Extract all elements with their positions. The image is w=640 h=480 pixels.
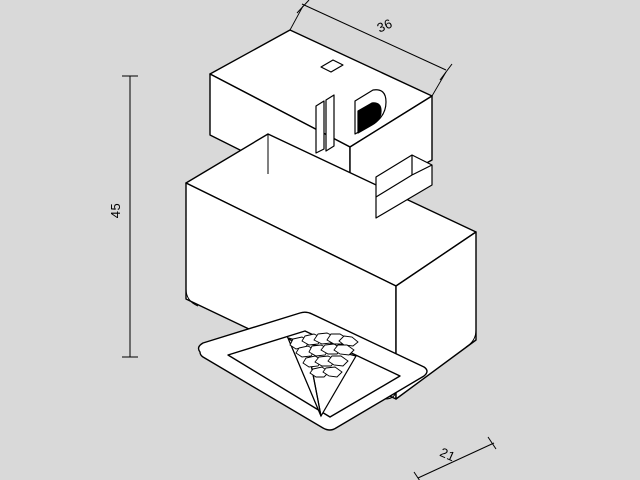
contact-strip-left (315, 100, 325, 154)
corner-round-front-bottom (185, 288, 199, 307)
side-tab-crease-3 (411, 164, 433, 176)
honeycomb-louvre (289, 332, 359, 378)
dimension-label-45: 45 (108, 202, 124, 219)
dimension-tick-21-start (413, 471, 420, 480)
contact-strip-left-inner (325, 94, 335, 152)
extension-line-36-left (289, 5, 304, 31)
top-face-slot (320, 59, 344, 73)
honeycomb-cell (338, 335, 359, 347)
dimension-line-36 (301, 3, 447, 71)
honeycomb-cell (322, 366, 343, 378)
extension-line-36-right (431, 71, 447, 97)
dimension-line-21 (417, 442, 495, 479)
honeycomb-cell (309, 366, 330, 378)
corner-round-back-bottom (465, 329, 477, 348)
side-tab (375, 154, 433, 219)
honeycomb-cell (333, 344, 355, 356)
dimension-lines (122, 0, 497, 480)
dimension-tick-21-end (487, 436, 497, 450)
honeycomb-cell (327, 355, 349, 367)
rear-block-details (315, 59, 433, 219)
arched-contact-fill (357, 102, 382, 134)
side-tab-crease-2 (375, 174, 413, 198)
